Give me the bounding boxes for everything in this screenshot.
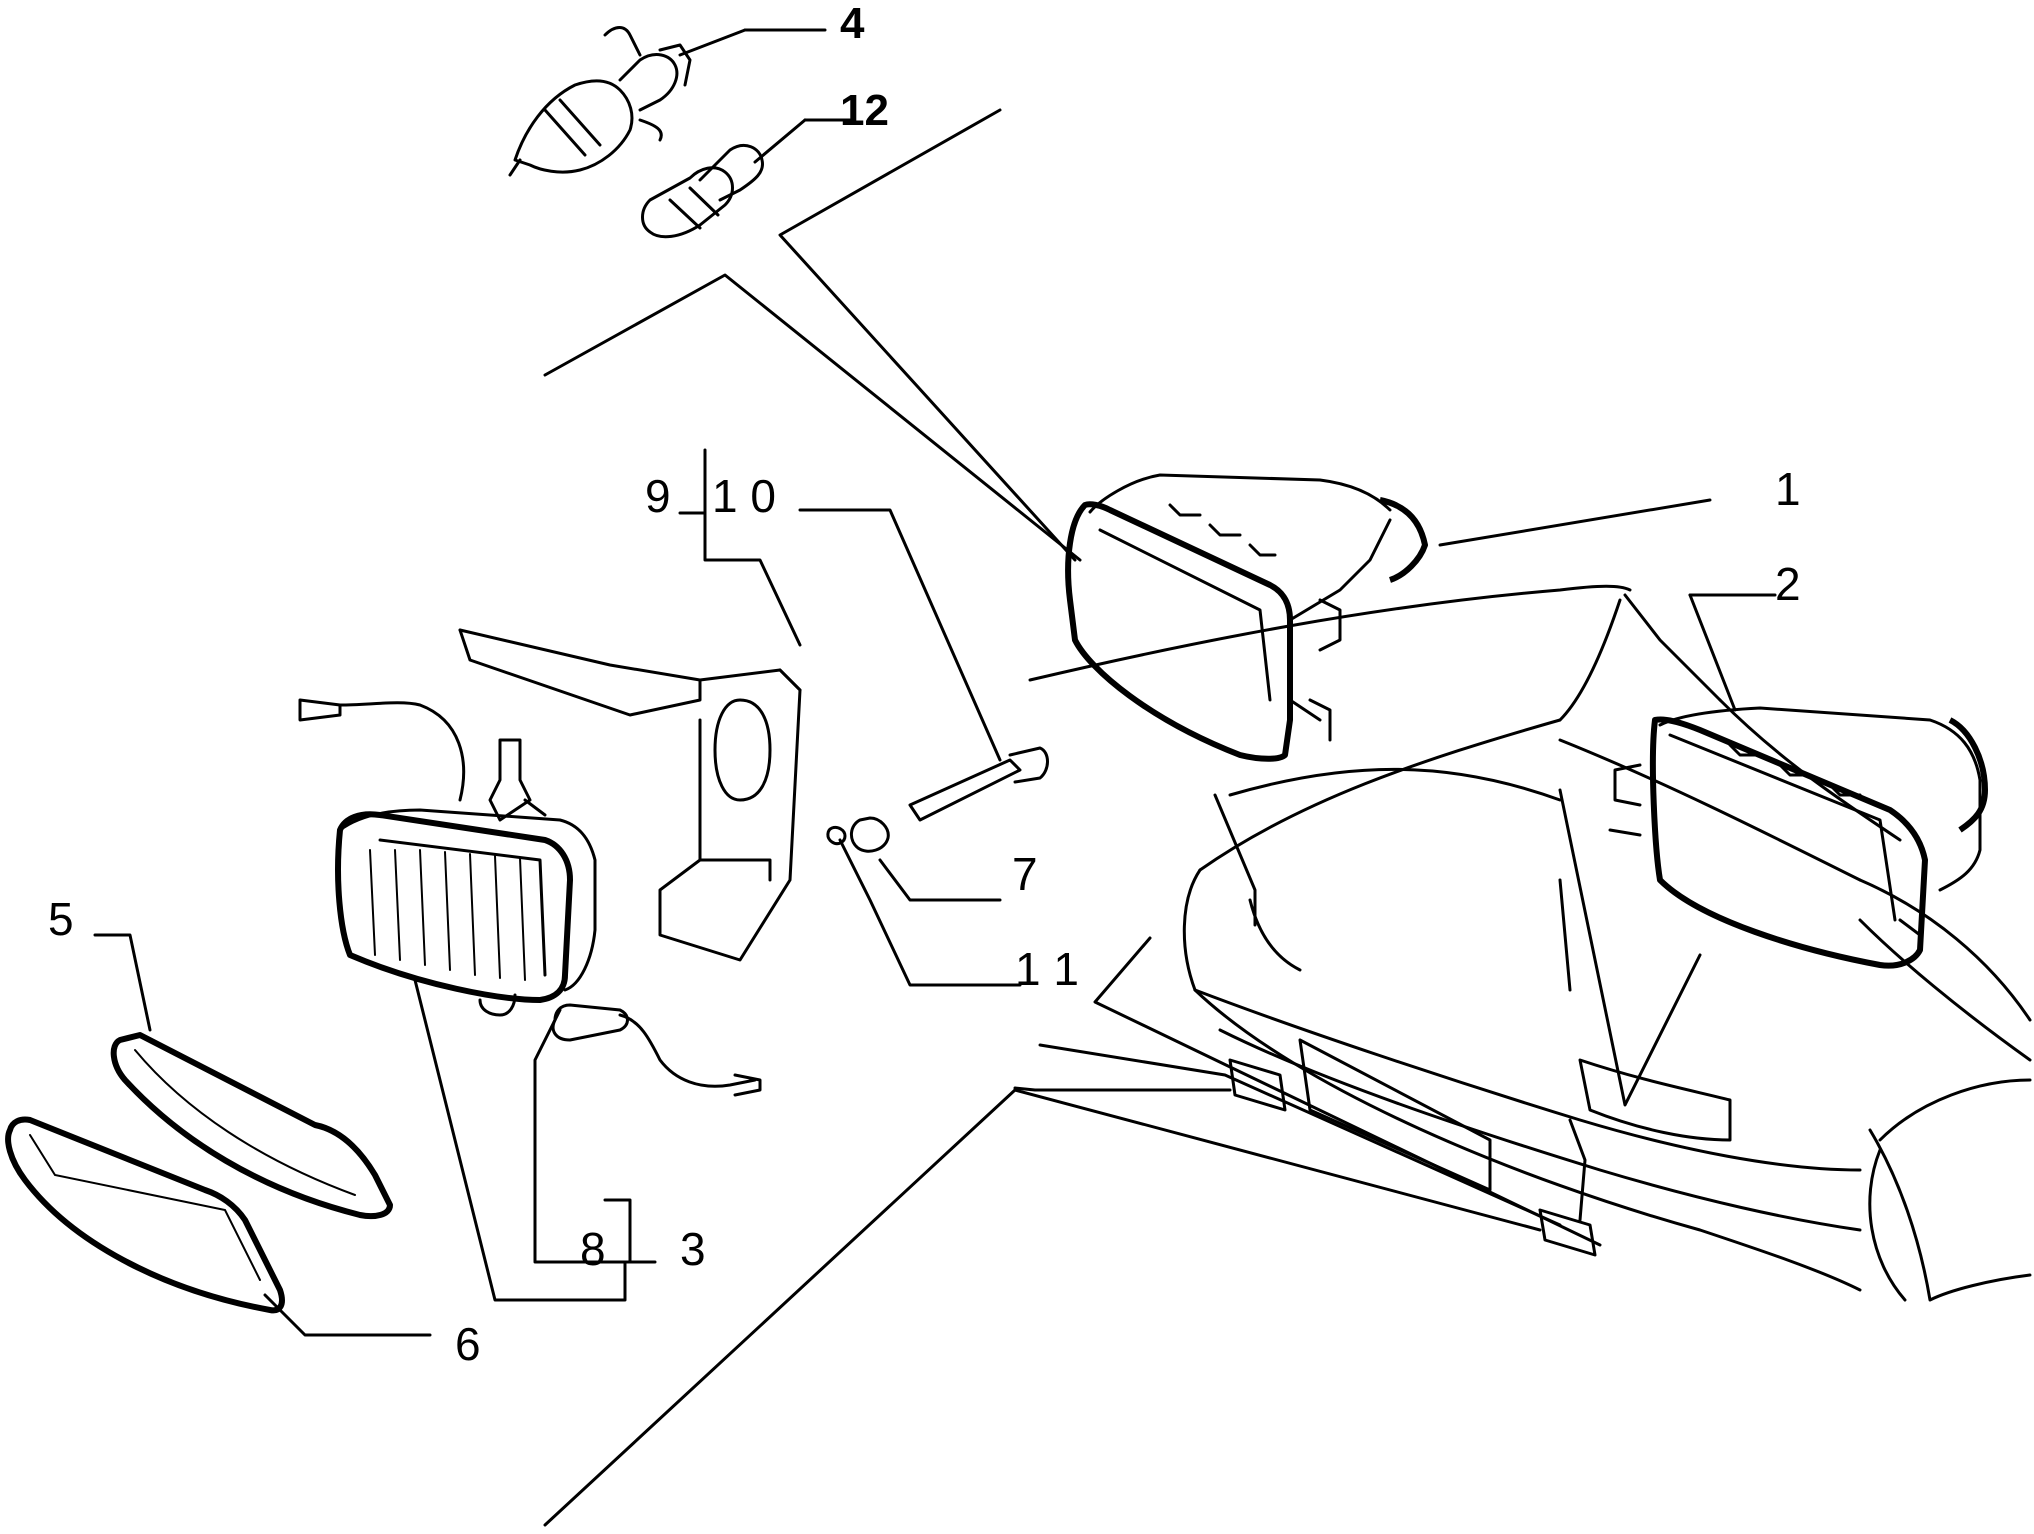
callout-1: 1 [1775,463,1801,515]
headlamp-right-illustration [1608,706,1988,969]
fog-bulb-illustration [551,1003,762,1097]
screw-illustration [826,746,1049,853]
h4-bulb-illustration [508,26,692,177]
mounting-bracket-illustration [458,628,802,962]
leader-lines [93,28,1777,1527]
fog-lens-frame-illustration [5,1116,285,1314]
callout-7: 7 [1012,848,1038,900]
callout-2: 2 [1775,558,1801,610]
callout-9: 9 [645,470,671,522]
callout-3: 3 [680,1223,706,1275]
callout-8: 8 [580,1223,606,1275]
fog-lens-cover-illustration [110,1032,393,1220]
headlamp-left-illustration [1065,473,1428,762]
callout-10: 1 0 [712,470,776,522]
callout-11: 1 1 [1015,943,1079,995]
callout-6: 6 [455,1318,481,1370]
callout-4: 4 [840,0,865,48]
callout-labels: 4 12 1 2 9 1 0 7 1 1 5 8 3 6 [48,0,1801,1370]
callout-5: 5 [48,893,74,945]
small-bulb-illustration [641,144,765,239]
fog-lamp-illustration [298,698,597,1017]
callout-12: 12 [840,86,889,135]
car-front-outline [1028,584,2032,1302]
